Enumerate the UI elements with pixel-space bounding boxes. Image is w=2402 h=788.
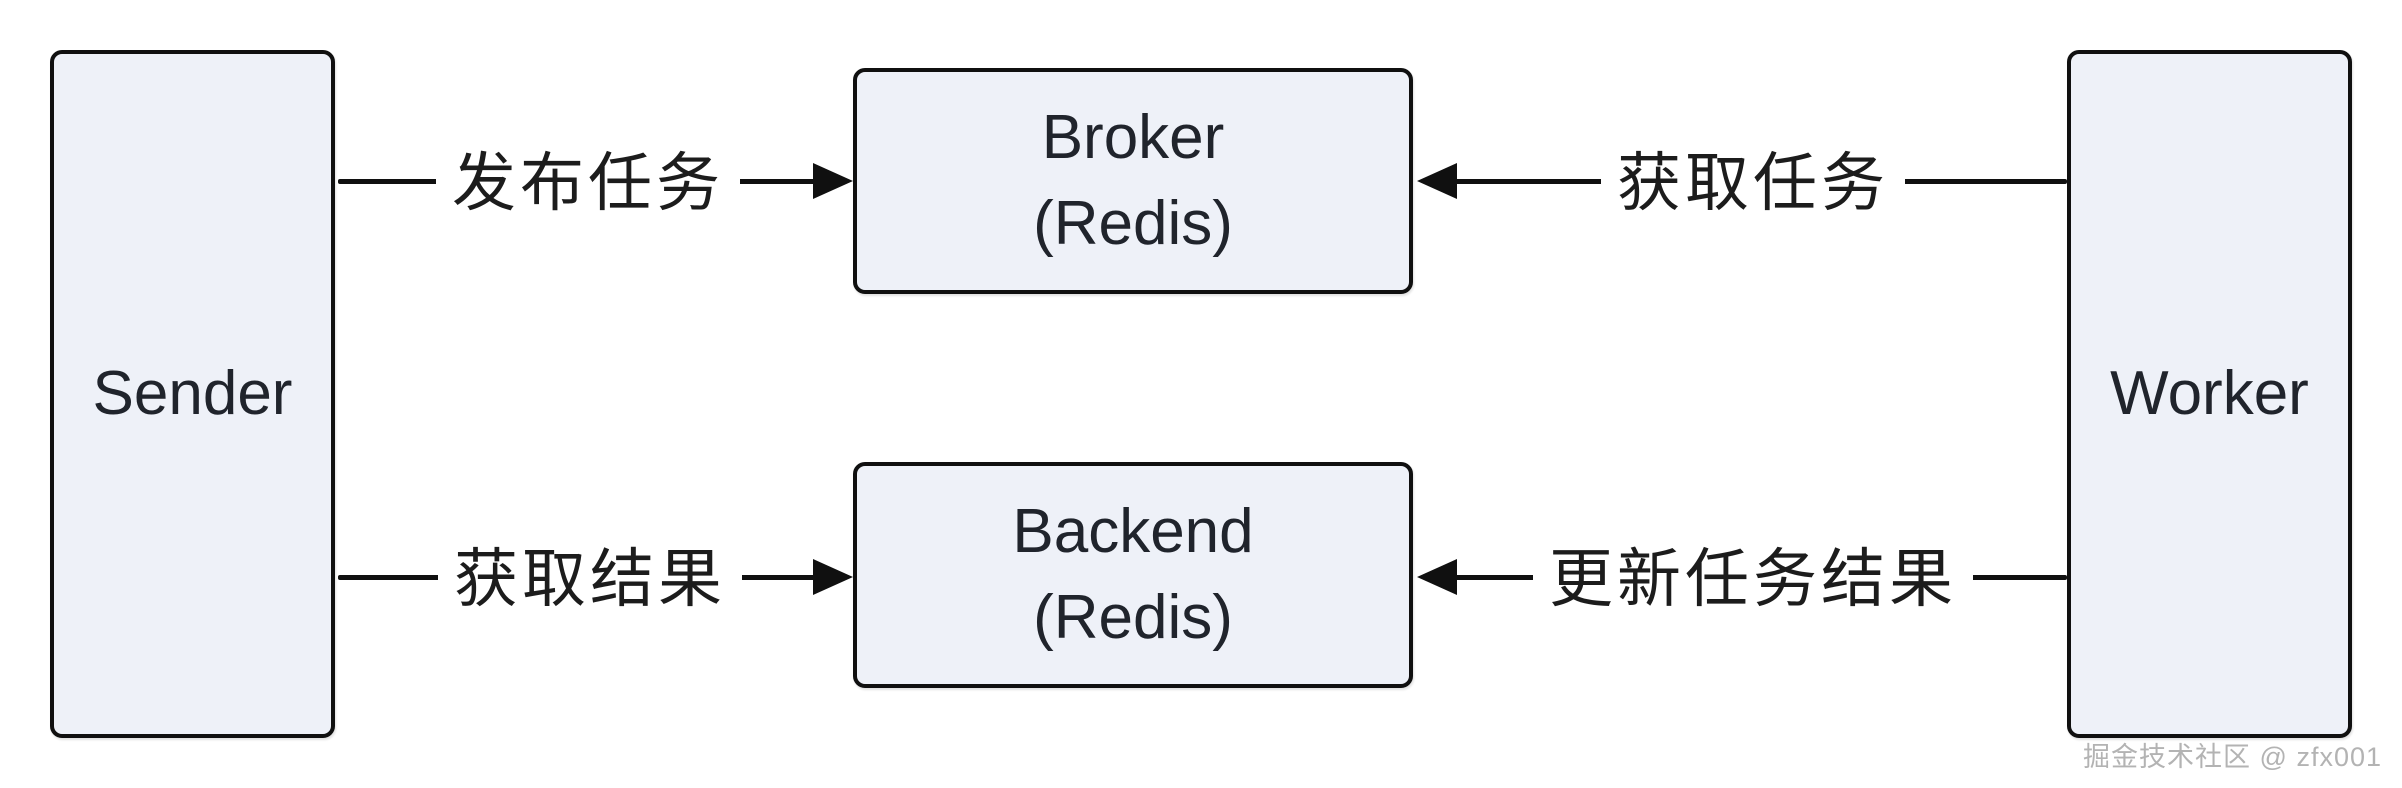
node-backend-subtitle: (Redis) xyxy=(1033,583,1233,652)
edge-label-update-result: 更新任务结果 xyxy=(1533,539,1973,619)
arrowhead-right-icon xyxy=(813,163,853,199)
arrowhead-right-icon xyxy=(813,559,853,595)
node-backend: Backend (Redis) xyxy=(853,462,1413,688)
node-worker: Worker xyxy=(2067,50,2352,738)
arrowhead-left-icon xyxy=(1417,163,1457,199)
node-broker-subtitle: (Redis) xyxy=(1033,189,1233,258)
edge-label-publish-task: 发布任务 xyxy=(436,143,740,223)
node-sender: Sender xyxy=(50,50,335,738)
node-broker-title: Broker xyxy=(1041,103,1225,173)
edge-label-get-result: 获取结果 xyxy=(438,539,742,619)
watermark: 掘金技术社区 @ zfx001 xyxy=(2083,742,2382,772)
node-sender-label: Sender xyxy=(92,359,293,429)
arrowhead-left-icon xyxy=(1417,559,1457,595)
node-backend-title: Backend xyxy=(1012,497,1254,567)
node-worker-label: Worker xyxy=(2110,359,2309,429)
node-broker: Broker (Redis) xyxy=(853,68,1413,294)
edge-label-fetch-task: 获取任务 xyxy=(1601,143,1905,223)
